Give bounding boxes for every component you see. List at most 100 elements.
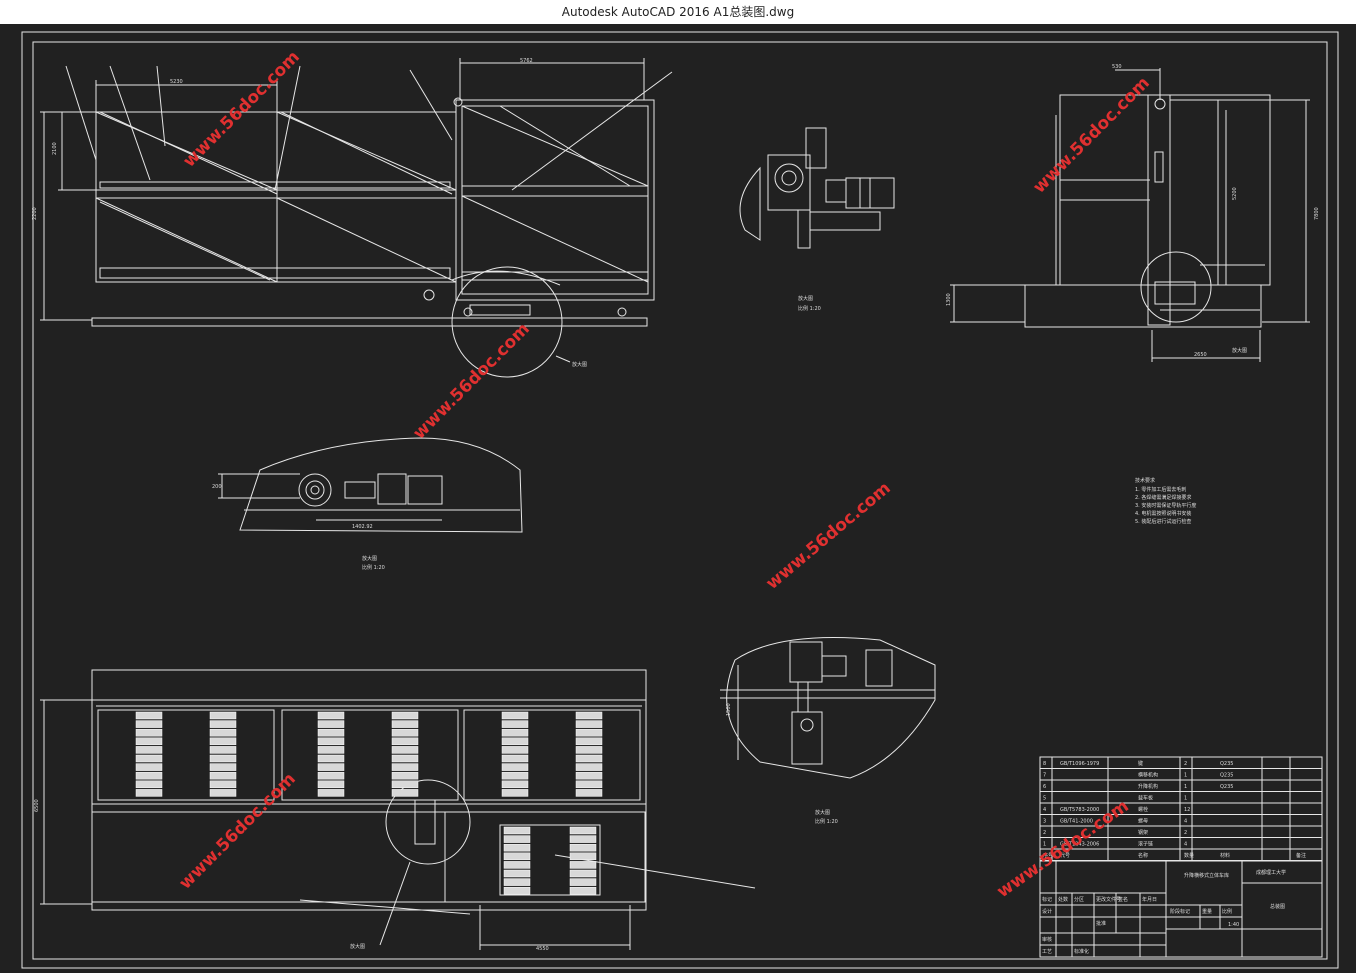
title-block-label: 批准 — [1096, 920, 1106, 927]
bom-cell: Q235 — [1220, 773, 1233, 779]
plan-panels — [135, 711, 603, 895]
bom-cell: 横移机构 — [1138, 772, 1158, 779]
title-drawing-name: 总装图 — [1270, 903, 1285, 910]
title-block-label: 年月日 — [1142, 896, 1157, 903]
detail-drive-caption-2: 比例 1:20 — [362, 564, 385, 571]
bom-cell: 名称 — [1138, 852, 1148, 859]
title-bar: Autodesk AutoCAD 2016 A1总装图.dwg — [0, 0, 1356, 25]
bom-cell: GB/T1243-2006 — [1060, 842, 1099, 848]
pallet-panel — [575, 711, 603, 797]
sheet-inner-border — [32, 41, 1328, 960]
front-detail-callout: 放大图 — [572, 361, 587, 368]
title-block-label: 审核 — [1042, 936, 1052, 943]
bom-cell: 12 — [1184, 807, 1190, 813]
bom-cell: 4 — [1184, 842, 1187, 848]
window-title: Autodesk AutoCAD 2016 A1总装图.dwg — [561, 5, 795, 19]
title-block-label: 阶段标记 — [1170, 908, 1190, 915]
bom-cell: 滚子链 — [1138, 841, 1153, 848]
detail-top-view — [739, 127, 895, 249]
dim-front-length: 5762 — [520, 58, 533, 64]
bom-cell: 螺栓 — [1138, 806, 1148, 813]
pallet-panel — [391, 711, 419, 797]
bom-cell: 3 — [1043, 819, 1046, 825]
title-block-label: 处数 — [1058, 896, 1068, 903]
bom-cell: GB/T41-2000 — [1060, 819, 1093, 825]
title-university: 成都理工大学 — [1256, 869, 1286, 876]
watermark-1: www.56doc.com — [179, 47, 303, 171]
detail-top-caption-2: 比例 1:20 — [798, 305, 821, 312]
bom-cell: 序号 — [1043, 852, 1053, 859]
dim-plan-height: 6500 — [34, 799, 40, 812]
drawing-canvas[interactable]: 5762 5230 2200 2100 放大图 放大图 比例 1:20 — [0, 24, 1356, 973]
bom-cell: 载车板 — [1138, 795, 1153, 802]
pallet-panel — [569, 826, 597, 895]
bom-cell: 1 — [1184, 796, 1187, 802]
bom-cell: 代号 — [1060, 852, 1070, 859]
bom-cell: 8 — [1043, 761, 1046, 767]
detail-right-view — [720, 637, 936, 779]
dim-side-height: 7800 — [1314, 207, 1320, 220]
bom-cell: 2 — [1184, 761, 1187, 767]
bom-cell: 螺母 — [1138, 818, 1148, 825]
pallet-panel — [503, 826, 531, 895]
dim-right-height: 1500 — [726, 703, 732, 716]
cad-drawing: 5762 5230 2200 2100 放大图 放大图 比例 1:20 — [21, 31, 1339, 969]
dim-front-bay: 5230 — [170, 79, 183, 85]
tech-note-1: 1. 零件加工后需去毛刺 — [1135, 486, 1186, 493]
pallet-panel — [135, 711, 163, 797]
bom-cell: GB/T1096-1979 — [1060, 761, 1099, 767]
dim-side-middle: 5200 — [1232, 187, 1238, 200]
detail-right-caption-2: 比例 1:20 — [815, 818, 838, 825]
plan-view — [40, 669, 756, 950]
title-block-label: 工艺 — [1042, 949, 1052, 955]
watermark-2: www.56doc.com — [409, 319, 533, 443]
side-view — [950, 68, 1310, 362]
watermark-3: www.56doc.com — [1029, 73, 1153, 197]
detail-drive-view — [218, 437, 523, 533]
title-block-label: 签名 — [1118, 896, 1128, 903]
side-detail-callout: 放大图 — [1232, 347, 1247, 354]
bom-cell: 键 — [1138, 760, 1143, 767]
pallet-panel — [501, 711, 529, 797]
bom-cell: 7 — [1043, 773, 1046, 779]
title-block — [1039, 860, 1323, 958]
dim-drive-height: 200 — [212, 484, 222, 490]
watermark-5: www.56doc.com — [175, 769, 299, 893]
bom-cell: 4 — [1043, 807, 1046, 813]
detail-right-caption-1: 放大图 — [815, 809, 830, 816]
pallet-panel — [317, 711, 345, 797]
title-scale: 1:40 — [1228, 922, 1239, 928]
detail-drive-caption-1: 放大图 — [362, 555, 377, 562]
tech-note-title: 技术要求 — [1135, 477, 1155, 484]
front-view — [40, 58, 673, 378]
bom-cell: 材料 — [1220, 852, 1230, 859]
pallet-panel — [209, 711, 237, 797]
bom-cell: 1 — [1184, 784, 1187, 790]
plan-detail-callout: 放大图 — [350, 943, 365, 950]
bom-cell: 钢架 — [1138, 829, 1148, 836]
bom-cell: 2 — [1043, 830, 1046, 836]
title-block-label: 重量 — [1202, 908, 1212, 915]
title-block-label: 更改文件号 — [1096, 896, 1121, 903]
bom-cell: 5 — [1043, 796, 1046, 802]
bom-cell: GB/T5783-2000 — [1060, 807, 1099, 813]
dim-plan-bottom: 4550 — [536, 946, 549, 952]
sheet-outer-border — [21, 31, 1339, 969]
title-block-label: 比例 — [1222, 908, 1232, 915]
dim-side-bottom: 2650 — [1194, 352, 1207, 358]
title-block-label: 标记 — [1042, 896, 1052, 903]
dim-side-top: 530 — [1112, 64, 1122, 70]
bom-cell: Q235 — [1220, 761, 1233, 767]
title-block-label: 分区 — [1074, 896, 1084, 903]
bom-cell: 4 — [1184, 819, 1187, 825]
detail-top-caption-1: 放大图 — [798, 295, 813, 302]
tech-note-3: 3. 安装时需保证导轨平行度 — [1135, 502, 1196, 509]
dim-drive-length: 1402.92 — [352, 524, 373, 530]
technical-notes: 技术要求 1. 零件加工后需去毛刺 2. 各焊缝需满足焊接要求 3. 安装时需保… — [1135, 477, 1196, 525]
bom-cell: 6 — [1043, 784, 1046, 790]
bom-cell: Q235 — [1220, 784, 1233, 790]
bom-cell: 数量 — [1184, 852, 1194, 859]
bom-cell: 备注 — [1296, 852, 1306, 859]
title-block-label: 设计 — [1042, 908, 1052, 915]
bom-cell: 升降机构 — [1138, 783, 1158, 790]
